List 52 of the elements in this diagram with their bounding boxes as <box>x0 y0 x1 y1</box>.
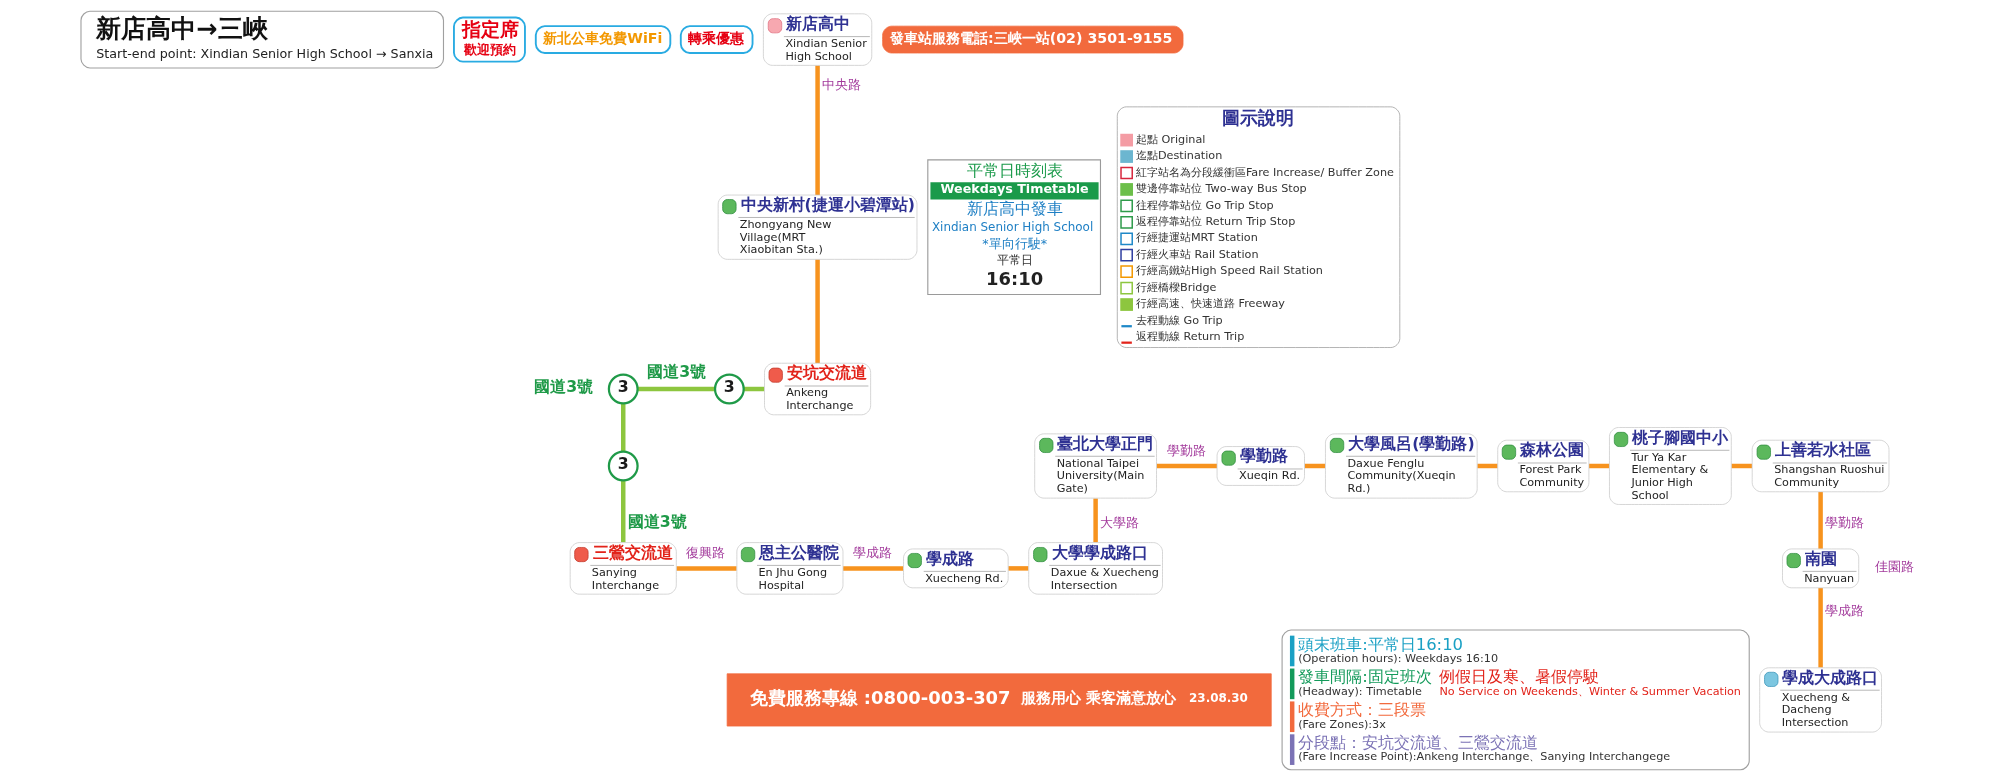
connector <box>1092 498 1098 543</box>
connector <box>1007 566 1028 571</box>
connector <box>1304 463 1325 469</box>
legend-label: 雙邊停靠站位 Two-way Bus Stop <box>1135 182 1307 196</box>
legend-label: 去程動線 Go Trip <box>1135 313 1223 327</box>
legend-label: 返程動線 Return Trip <box>1135 330 1244 344</box>
legend-label: 行經高速、快速道路 Freeway <box>1135 297 1285 311</box>
label: 佳園路 <box>1874 559 1914 575</box>
connector <box>1817 491 1823 549</box>
label: 圖示說明 <box>1221 107 1294 129</box>
legend-label: 往程停靠站位 Go Trip Stop <box>1135 198 1274 212</box>
label: 國道3號 <box>533 377 593 397</box>
edge-label: 學成路 <box>1824 603 1864 619</box>
edge-label: 國道3號 <box>646 362 706 382</box>
legend-label: 行經捷運站MRT Station <box>1135 231 1258 245</box>
connector <box>842 566 903 571</box>
legend-label: 行經高鐵站High Speed Rail Station <box>1135 264 1323 278</box>
node-box: 新店高中→三峽 Start-end point: Xindian Senior High School → Sanxia <box>79 10 444 69</box>
edge-label: 學成路 <box>852 545 892 561</box>
connector <box>814 65 820 195</box>
node-circle: 3 <box>713 373 745 405</box>
connector <box>1476 463 1498 469</box>
edge-label: 大學路 <box>1099 514 1139 530</box>
node-box: 指定席 歡迎預約 <box>452 16 526 63</box>
node-circle: 3 <box>607 450 639 482</box>
connector <box>675 566 737 571</box>
connector <box>637 386 715 392</box>
connector <box>1156 463 1217 469</box>
connector <box>620 480 625 543</box>
legend-label: 行經橋樑Bridge <box>1135 280 1216 294</box>
connector <box>1817 588 1823 668</box>
legend-label: 紅字站名為分段緩衝區Fare Increase/ Buffer Zone <box>1135 165 1394 179</box>
connector <box>1730 463 1752 469</box>
legend-label: 返程停靠站位 Return Trip Stop <box>1135 214 1295 228</box>
edge-label: 復興路 <box>685 545 725 561</box>
connector <box>620 403 625 452</box>
legend-label: 起點 Original <box>1135 132 1205 146</box>
legend-label: 迄點Destination <box>1135 149 1222 163</box>
edge-label: 中央路 <box>821 77 861 93</box>
node-box: 發車站服務電話:三峽一站(02) 3501-9155 <box>881 25 1183 54</box>
edge-label: 國道3號 <box>627 512 687 532</box>
node-circle: 3 <box>607 373 639 405</box>
connector <box>814 259 820 364</box>
legend-label: 行經火車站 Rail Station <box>1135 247 1259 261</box>
connector <box>1588 463 1609 469</box>
node-box: 頭末班車:平常日16:10 (Operation hours): Weekdays 16:10 發車間隔:固定班次 (Headway): Timetable 例假日及寒、暑假停駛 No Service on Weekends、Winter & Summer Vacation 收費方式：三段票 (Fare Zones):3x 分段點：安坑交流道、三鶯交流道 (Fare Increase Point):Ankeng Interchange、Sanying Interchangege <box>1281 629 1750 771</box>
connector <box>743 386 764 392</box>
node-box: 新北公車免費WiFi <box>534 25 671 54</box>
edge-label: 學勤路 <box>1166 443 1206 459</box>
node-box: 免費服務專線 :0800-003-307 服務用心 乘客滿意放心 23.08.30 <box>726 673 1272 727</box>
edge-label: 學勤路 <box>1824 514 1864 530</box>
node-box: 轉乘優惠 <box>679 25 753 54</box>
